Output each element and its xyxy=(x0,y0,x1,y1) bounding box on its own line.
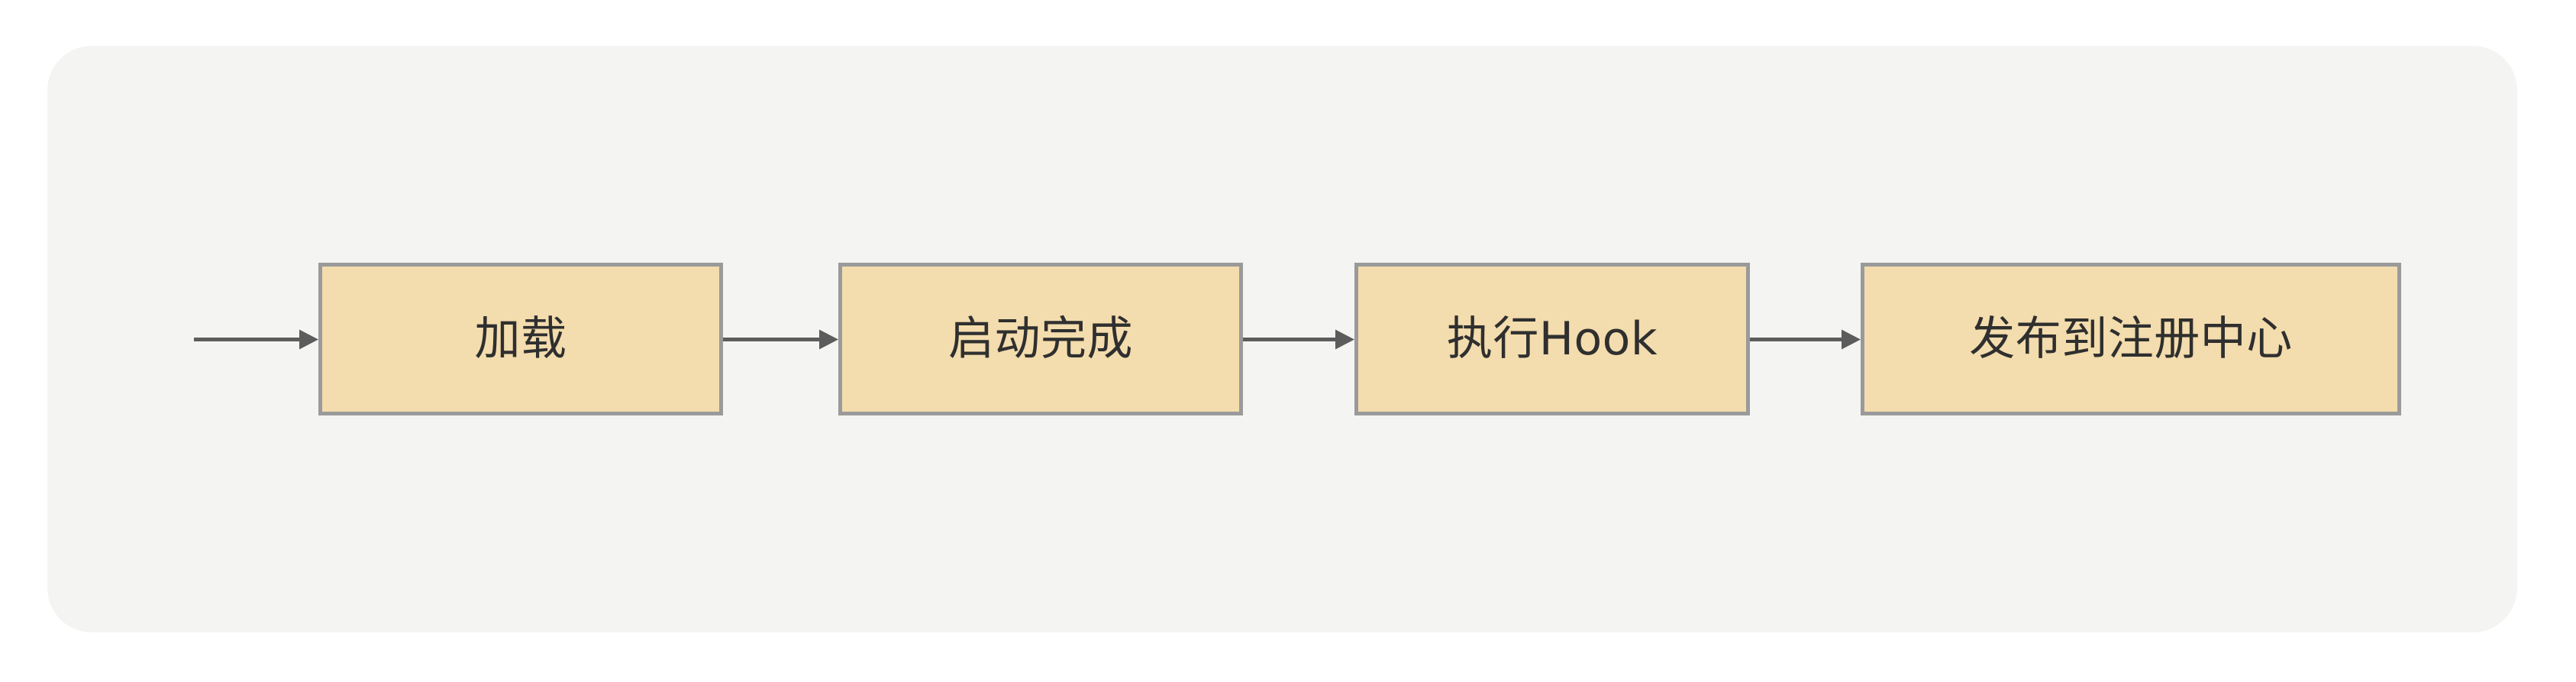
arrowhead-icon xyxy=(1335,329,1354,349)
edge-shaft xyxy=(723,337,819,341)
edge-entry-to-load xyxy=(194,329,318,349)
arrowhead-icon xyxy=(819,329,838,349)
edge-hook-to-publish xyxy=(1750,329,1861,349)
arrowhead-icon xyxy=(299,329,318,349)
edge-shaft xyxy=(1750,337,1842,341)
node-started-label: 启动完成 xyxy=(948,312,1133,366)
node-load[interactable]: 加载 xyxy=(318,263,723,415)
node-hook-label: 执行Hook xyxy=(1446,312,1658,366)
edge-shaft xyxy=(194,337,299,341)
arrowhead-icon xyxy=(1842,329,1861,349)
node-started[interactable]: 启动完成 xyxy=(838,263,1243,415)
edge-started-to-hook xyxy=(1243,329,1354,349)
flow-sequence: 加载 启动完成 执行Hook xyxy=(147,263,2426,415)
node-publish[interactable]: 发布到注册中心 xyxy=(1861,263,2401,415)
edge-shaft xyxy=(1243,337,1335,341)
node-load-label: 加载 xyxy=(474,312,567,366)
edge-load-to-started xyxy=(723,329,838,349)
node-publish-label: 发布到注册中心 xyxy=(1969,312,2293,366)
diagram-panel: 加载 启动完成 执行Hook xyxy=(47,46,2517,632)
node-hook[interactable]: 执行Hook xyxy=(1354,263,1750,415)
